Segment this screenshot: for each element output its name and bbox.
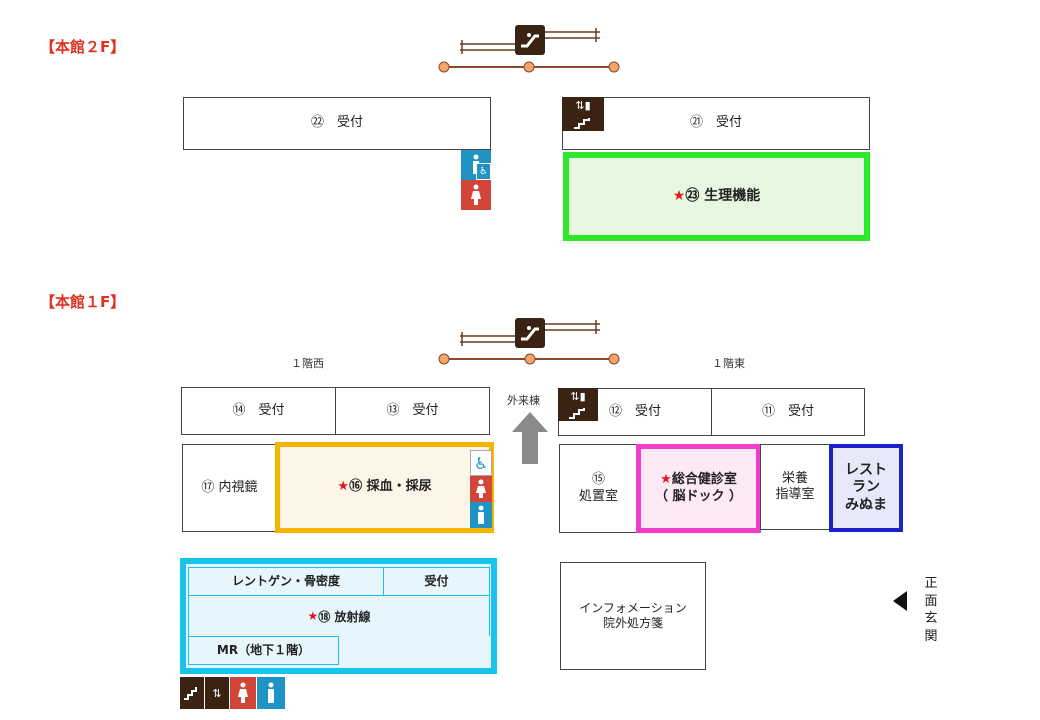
main-entrance-label: 正 面 玄 関 — [924, 576, 938, 644]
floor1-title: 【本館１F】 — [40, 293, 126, 311]
wheelchair-icon: ♿ — [476, 163, 491, 180]
room-14-reception[interactable]: ⑭ 受付 — [181, 387, 336, 435]
elevator-icon: ⇅▮ — [562, 97, 604, 114]
room-15-treatment[interactable]: ⑮ 処置室 — [559, 444, 638, 533]
restroom-men-icon — [257, 677, 285, 709]
room-13-reception[interactable]: ⑬ 受付 — [335, 387, 490, 435]
room-23-label: ㉓ 生理機能 — [685, 187, 761, 204]
restroom-men-icon — [470, 502, 492, 528]
information-desk[interactable]: インフォメーション 院外処方箋 — [560, 562, 706, 670]
floor1-corridor — [438, 320, 620, 365]
wheelchair-icon: ♿ — [470, 450, 492, 476]
floor1-west-label: １階西 — [291, 357, 324, 370]
escalator-icon — [515, 318, 545, 348]
room-16-label: ⑯ 採血・採尿 — [349, 479, 432, 495]
star-icon: ★ — [672, 187, 686, 204]
arrow-left-icon — [892, 590, 908, 612]
floor2-corridor — [438, 28, 620, 73]
restroom-women-icon — [461, 180, 491, 210]
radiology-reception[interactable]: 受付 — [383, 567, 490, 596]
star-icon: ★ — [307, 609, 319, 623]
xray-bone-density[interactable]: レントゲン・骨密度 — [188, 567, 384, 596]
elevator-icon: ⇅▮ — [558, 388, 598, 404]
room-16-blood-urine[interactable]: ★⑯ 採血・採尿 — [275, 442, 494, 533]
escalator-icon — [515, 25, 545, 55]
stairs-icon — [180, 677, 204, 709]
general-checkup-label: 総合健診室 （ 脳ドック ） — [654, 472, 743, 504]
room-11-reception[interactable]: ⑪ 受付 — [711, 388, 865, 436]
room-restaurant[interactable]: レスト ラン みぬま — [829, 444, 903, 532]
room-23-physiology[interactable]: ★㉓ 生理機能 — [563, 152, 870, 241]
restroom-women-icon — [230, 677, 256, 709]
arrow-up-icon — [512, 412, 548, 464]
room-18-label: ⑱ 放射線 — [318, 609, 371, 624]
outpatient-label: 外来棟 — [507, 394, 540, 407]
floor2-title: 【本館２F】 — [40, 38, 126, 56]
floor1-east-label: １階東 — [712, 357, 745, 370]
room-22-reception[interactable]: ㉒ 受付 — [183, 97, 491, 150]
room-18-radiology[interactable]: ★⑱ 放射線 — [188, 596, 490, 636]
star-icon: ★ — [660, 472, 672, 488]
star-icon: ★ — [337, 479, 350, 495]
room-21-reception[interactable]: ㉑ 受付 — [562, 97, 870, 150]
restroom-women-icon — [470, 476, 492, 502]
room-nutrition[interactable]: 栄養 指導室 — [760, 444, 830, 530]
elevator-icon: ⇅ — [205, 677, 229, 709]
room-17-endoscopy[interactable]: ⑰ 内視鏡 — [182, 444, 277, 532]
room-general-checkup[interactable]: ★総合健診室 （ 脳ドック ） — [636, 444, 761, 533]
stairs-icon — [558, 404, 598, 421]
stairs-icon — [562, 114, 604, 131]
mr-basement[interactable]: MR（地下１階） — [188, 636, 339, 665]
